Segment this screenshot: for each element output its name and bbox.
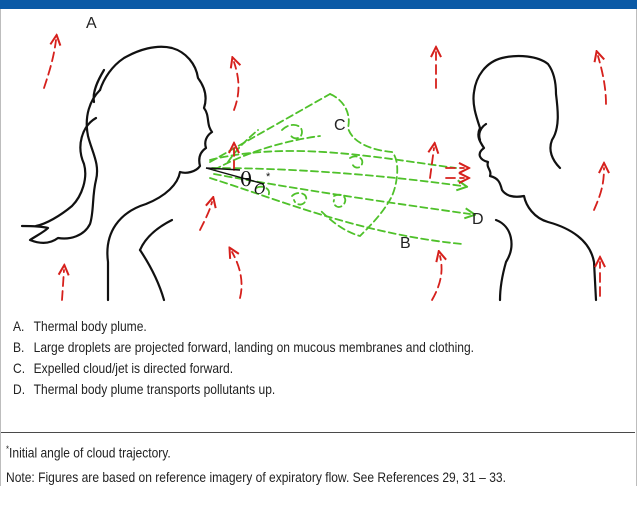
theta-symbol: θ [240,167,252,191]
theta-asterisk: * [266,171,271,183]
label-b: B [400,235,411,252]
legend-item: B.Large droplets are projected forward, … [13,337,474,358]
label-d: D [472,211,484,228]
left-person-silhouette [22,47,212,300]
label-a: A [86,15,97,32]
footnote: *Initial angle of cloud trajectory. [6,444,171,461]
footnote-text: Initial angle of cloud trajectory. [9,445,171,461]
theta-subscript: O [254,182,266,198]
label-c: C [334,117,346,134]
right-person-silhouette [473,56,596,300]
legend-item: C.Expelled cloud/jet is directed forward… [13,358,474,379]
reference-note: Note: Figures are based on reference ima… [6,469,506,485]
thermal-plume-arrows [44,40,606,300]
divider [1,432,635,433]
legend-item: A.Thermal body plume. [13,316,474,337]
expiratory-flow-diagram: A C B D θ O * [0,0,637,310]
legend-list: A.Thermal body plume. B.Large droplets a… [13,316,474,400]
legend-item: D.Thermal body plume transports pollutan… [13,379,474,400]
